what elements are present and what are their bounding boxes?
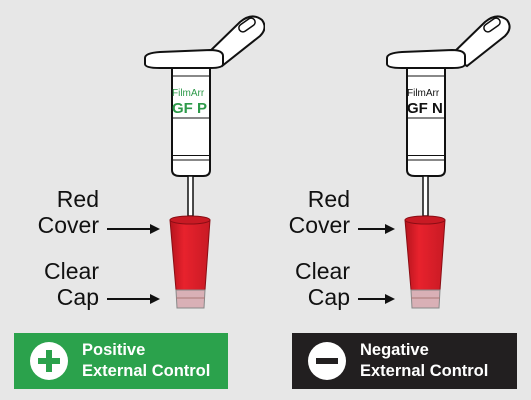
positive-control-panel: FilmArr GF P Red Cover Clear Cap Positiv… <box>0 0 265 400</box>
red-cover-label: Red Cover <box>288 186 350 238</box>
plunger-rod <box>422 175 429 217</box>
clear-cap <box>410 289 441 309</box>
red-cover-label: Red Cover <box>37 186 99 238</box>
clear-cap-label: Clear Cap <box>44 258 99 310</box>
badge-line-2: External Control <box>82 362 211 380</box>
plus-icon <box>30 342 68 380</box>
red-cover-arrow <box>358 224 395 234</box>
positive-control-badge: Positive External Control <box>14 333 228 389</box>
positive-vial-illustration: FilmArr GF P <box>107 15 265 309</box>
pouch-brand: FilmArr <box>172 88 205 99</box>
red-cover-arrow <box>107 224 160 234</box>
plunger-rod <box>187 175 194 217</box>
badge-line-1: Negative <box>360 341 429 359</box>
clear-cap-arrow <box>107 294 160 304</box>
syringe-body <box>406 67 446 157</box>
syringe-flange <box>144 48 224 69</box>
clear-cap-arrow <box>358 294 395 304</box>
clear-cap-label: Clear Cap <box>295 258 350 310</box>
negative-control-panel: FilmArr GF N Red Cover Clear Cap Negativ… <box>265 0 530 400</box>
negative-vial-illustration: FilmArr GF N <box>358 15 511 309</box>
clear-cap <box>175 289 206 309</box>
pouch-code: GF P <box>172 100 207 117</box>
negative-control-badge: Negative External Control <box>292 333 517 389</box>
badge-line-2: External Control <box>360 362 489 380</box>
minus-icon <box>308 342 346 380</box>
pouch-code: GF N <box>407 100 443 117</box>
syringe-flange <box>386 48 466 69</box>
pouch-brand: FilmArr <box>407 88 440 99</box>
red-cover <box>169 219 211 291</box>
badge-line-1: Positive <box>82 341 146 359</box>
red-cover <box>404 219 446 291</box>
